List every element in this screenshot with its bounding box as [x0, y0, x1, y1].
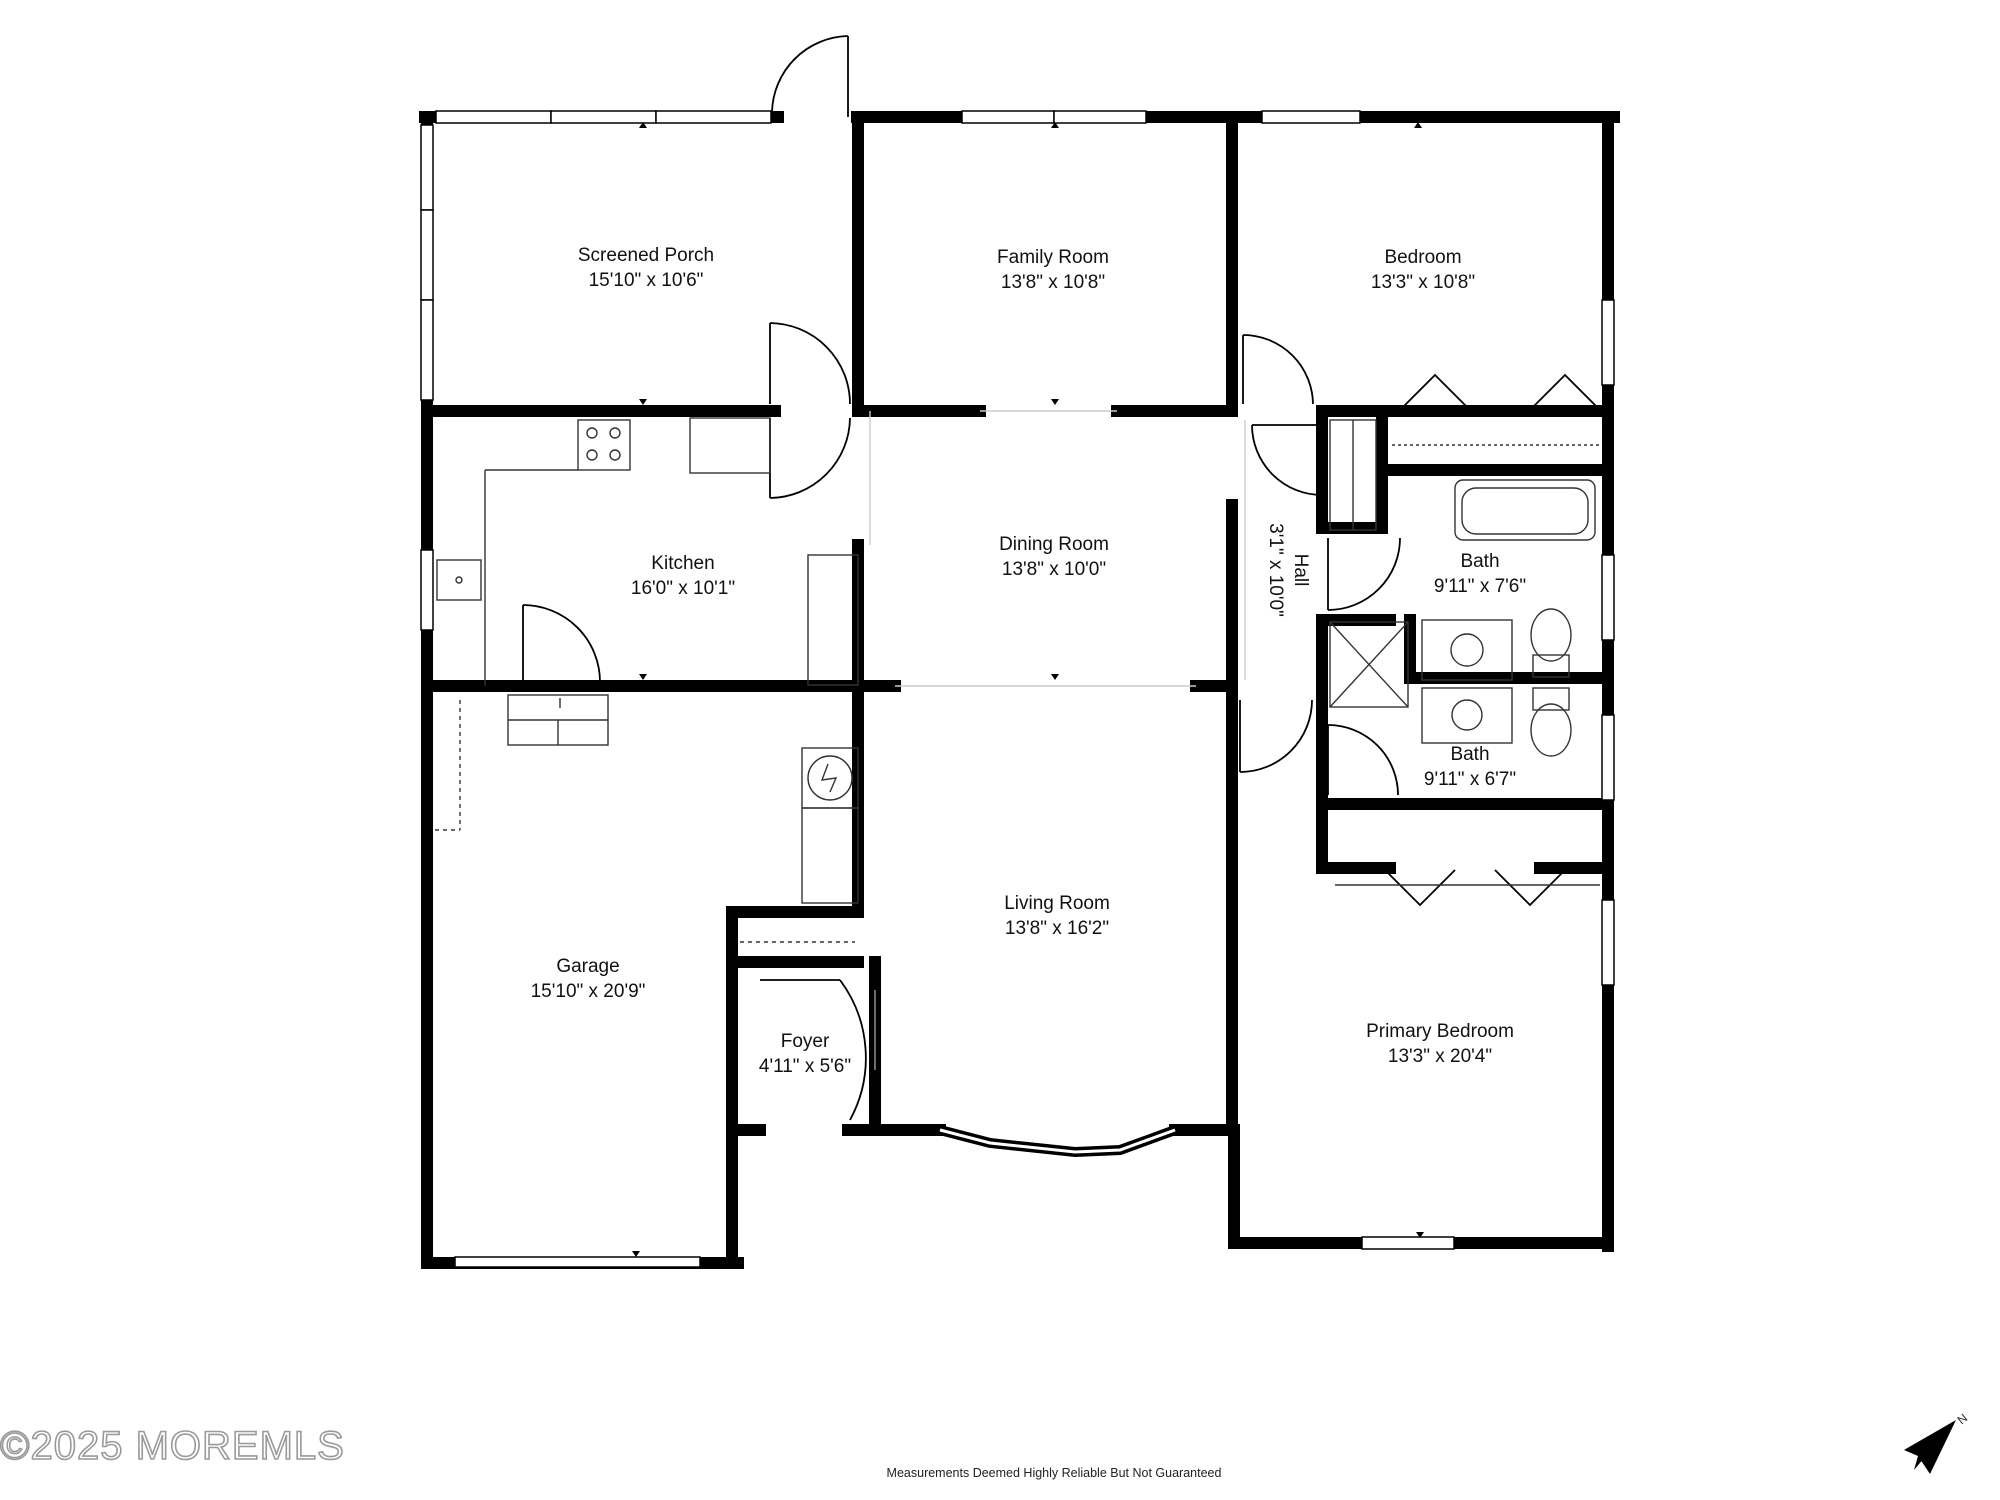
- room-dimensions: 15'10" x 20'9": [530, 981, 646, 1002]
- room-label-screened-porch: Screened Porch 15'10" x 10'6": [578, 243, 714, 293]
- room-name: Hall: [1290, 553, 1311, 587]
- room-dimensions: 13'3" x 20'4": [1387, 1046, 1493, 1067]
- windows: [420, 110, 1615, 1268]
- room-label-hall: Hall 3'1" x 10'0": [1263, 523, 1313, 617]
- room-label-kitchen: Kitchen 16'0" x 10'1": [631, 551, 735, 601]
- room-label-bath-2: Bath 9'11" x 6'7": [1424, 742, 1516, 792]
- room-dimensions: 9'11" x 7'6": [1433, 576, 1527, 597]
- dimension-ticks: [632, 122, 1424, 1257]
- room-name: Foyer: [780, 1031, 830, 1052]
- room-name: Bath: [1460, 551, 1500, 572]
- room-dimensions: 4'11" x 5'6": [758, 1056, 852, 1077]
- room-dimensions: 13'8" x 16'2": [1004, 918, 1110, 939]
- room-dimensions: 13'8" x 10'0": [1001, 559, 1107, 580]
- room-name: Garage: [556, 956, 620, 977]
- room-name: Family Room: [997, 247, 1109, 268]
- room-label-foyer: Foyer 4'11" x 5'6": [759, 1029, 851, 1079]
- room-label-bath-1: Bath 9'11" x 7'6": [1434, 549, 1526, 599]
- room-label-primary-bedroom: Primary Bedroom 13'3" x 20'4": [1366, 1019, 1514, 1069]
- room-name: Bath: [1450, 744, 1490, 765]
- room-label-family-room: Family Room 13'8" x 10'8": [997, 245, 1109, 295]
- room-name: Screened Porch: [577, 245, 715, 266]
- room-label-dining-room: Dining Room 13'8" x 10'0": [999, 532, 1109, 582]
- room-dimensions: 9'11" x 6'7": [1423, 769, 1517, 790]
- room-dimensions: 3'1" x 10'0": [1265, 523, 1286, 617]
- doors: [522, 35, 1601, 1121]
- copyright-watermark: ©2025 MOREMLS: [0, 1423, 345, 1469]
- fixtures: [435, 410, 1600, 1070]
- room-name: Living Room: [1004, 893, 1110, 914]
- measurement-disclaimer: Measurements Deemed Highly Reliable But …: [886, 1466, 1222, 1480]
- room-dimensions: 13'3" x 10'8": [1370, 272, 1476, 293]
- room-name: Kitchen: [651, 553, 715, 574]
- room-label-living-room: Living Room 13'8" x 16'2": [1004, 891, 1110, 941]
- room-label-bedroom: Bedroom 13'3" x 10'8": [1371, 245, 1475, 295]
- room-label-garage: Garage 15'10" x 20'9": [531, 954, 646, 1004]
- room-dimensions: 13'8" x 10'8": [1000, 272, 1106, 293]
- room-dimensions: 16'0" x 10'1": [630, 578, 736, 599]
- room-name: Dining Room: [999, 534, 1109, 555]
- room-dimensions: 15'10" x 10'6": [588, 270, 704, 291]
- north-arrow-icon: [1904, 1420, 1956, 1474]
- room-name: Bedroom: [1384, 247, 1462, 268]
- room-name: Primary Bedroom: [1366, 1021, 1514, 1042]
